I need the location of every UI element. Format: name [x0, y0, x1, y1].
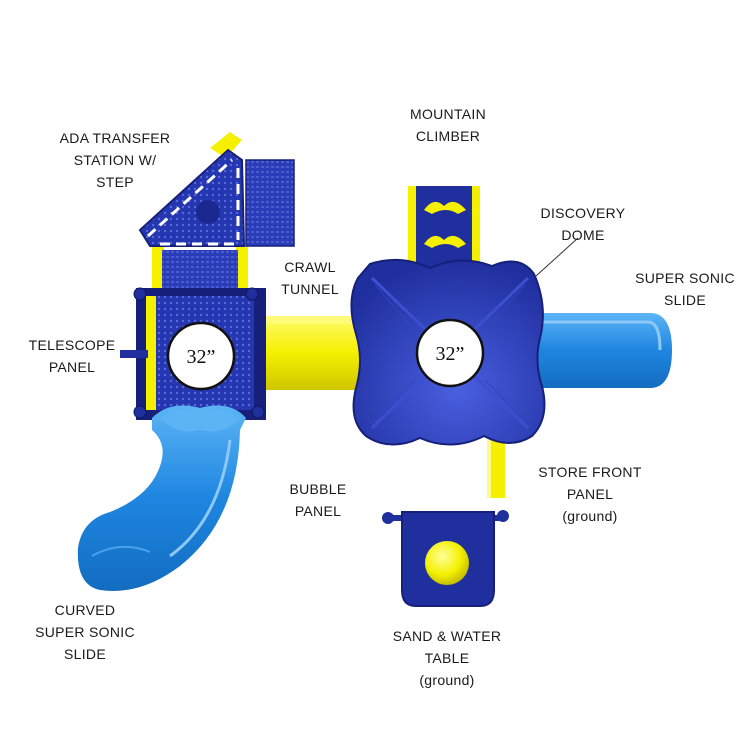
label-crawl-tunnel: CRAWL TUNNEL: [281, 259, 339, 297]
label-telescope-panel: TELESCOPE PANEL: [28, 337, 116, 375]
label-mountain-climber: MOUNTAIN CLIMBER: [409, 106, 487, 144]
dome-height-text: 32”: [436, 343, 465, 365]
deck-height-text: 32”: [187, 346, 216, 368]
label-discovery-dome: DISCOVERY DOME: [540, 205, 626, 243]
label-curved-super-sonic-slide: CURVED SUPER SONIC SLIDE: [35, 602, 135, 662]
dome-leader-line: [535, 237, 579, 277]
dome-height-badge: [415, 318, 485, 388]
crawl-tunnel: [245, 316, 375, 390]
label-bubble-panel: BUBBLE PANEL: [289, 481, 347, 519]
store-front-panel: [487, 430, 505, 498]
label-store-front-panel: STORE FRONT PANEL (ground): [538, 464, 642, 524]
deck-height-badge: [166, 321, 236, 391]
mountain-climber: [408, 186, 480, 272]
label-ada-transfer-station: ADA TRANSFER STATION W/ STEP: [59, 130, 171, 190]
label-super-sonic-slide: SUPER SONIC SLIDE: [635, 270, 735, 308]
curved-super-sonic-slide: [77, 405, 246, 591]
label-sand-water-table: SAND & WATER TABLE (ground): [392, 628, 502, 688]
discovery-dome: 32”: [350, 258, 546, 446]
telescope-panel: [120, 350, 148, 358]
left-deck: 32”: [120, 287, 266, 420]
sand-water-table: [382, 510, 509, 607]
super-sonic-slide: [520, 313, 672, 388]
